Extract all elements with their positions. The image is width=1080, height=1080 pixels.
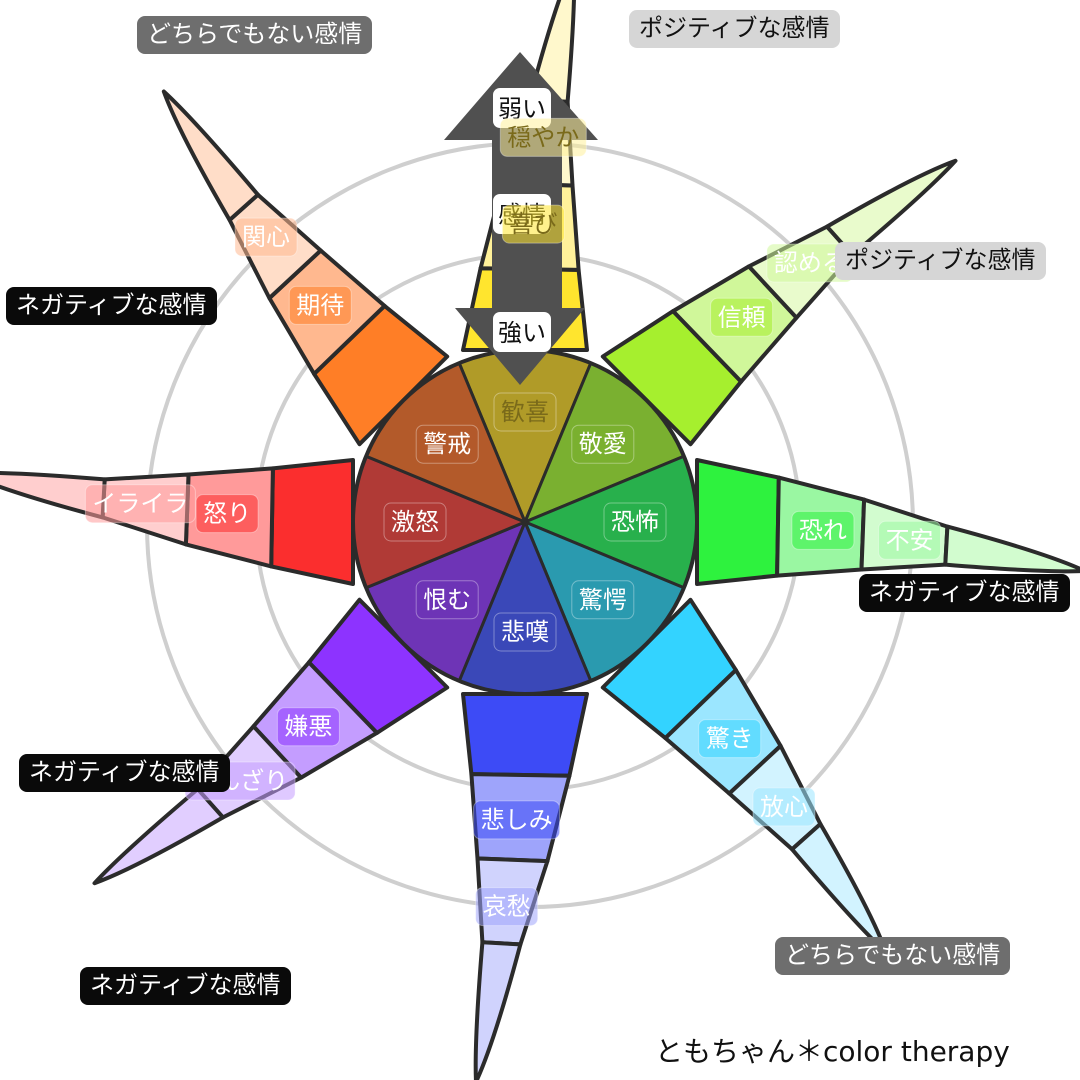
emotion-label-bg: [415, 424, 479, 464]
emotion-label-bg: [234, 217, 298, 257]
petal-fear-mid-band: [695, 458, 781, 586]
arrow-label-strong-box: 強い: [493, 312, 551, 352]
emotion-label-anticipation-mid: 期待: [288, 285, 352, 325]
emotion-label-bg: [571, 580, 635, 620]
petal-disgust-point: [92, 787, 225, 886]
emotion-label-text: 喜び: [509, 210, 557, 238]
credit-text: ともちゃん＊color therapy: [655, 1035, 1010, 1068]
emotion-label-fear-center: 恐怖: [603, 502, 667, 542]
emotion-label-text: 歓喜: [501, 398, 549, 426]
emotion-label-text: イライラ: [92, 490, 188, 518]
emotion-label-bg: [710, 297, 774, 337]
emotion-label-text: 悲嘆: [501, 618, 549, 646]
emotion-label-sadness-center: 悲嘆: [493, 612, 557, 652]
emotion-label-text: 穏やか: [507, 123, 579, 151]
emotion-label-text: 信頼: [718, 303, 766, 331]
emotion-label-bg: [475, 887, 539, 927]
emotion-label-text: 期待: [296, 291, 344, 319]
emotion-label-joy-mid: 喜び: [501, 204, 565, 244]
emotion-label-bg: [493, 612, 557, 652]
emotion-label-text: 敬愛: [579, 430, 627, 458]
emotion-label-bg: [603, 502, 667, 542]
emotion-label-surprise-center: 驚愕: [571, 580, 635, 620]
category-label-negative-lower-left: ネガティブな感情: [19, 754, 230, 792]
emotion-label-text: 哀愁: [483, 893, 531, 921]
emotion-label-disgust-center: 恨む: [415, 580, 479, 620]
emotion-label-bg: [288, 285, 352, 325]
category-label-positive-right: ポジティブな感情: [835, 242, 1046, 280]
emotion-label-joy-outer: 穏やか: [499, 117, 587, 157]
category-label-neutral-top: どちらでもない感情: [137, 16, 373, 54]
emotion-label-joy-center: 歓喜: [493, 392, 557, 432]
emotion-label-disgust-mid: 嫌悪: [276, 707, 340, 747]
petal-anger-mid-band: [269, 458, 355, 586]
emotion-label-bg: [195, 494, 259, 534]
emotion-label-anticipation-center: 警戒: [415, 424, 479, 464]
emotion-label-bg: [571, 424, 635, 464]
emotion-label-bg: [276, 707, 340, 747]
emotion-label-anger-outer: イライラ: [84, 484, 196, 524]
emotion-label-text: 恨む: [423, 586, 471, 614]
emotion-label-trust-mid: 信頼: [710, 297, 774, 337]
emotion-label-text: 悲しみ: [481, 806, 553, 834]
emotion-label-bg: [791, 510, 855, 550]
emotion-labels-layer: 歓喜喜び穏やか敬愛信頼認める恐怖恐れ不安驚愕驚き放心悲嘆悲しみ哀愁恨む嫌悪うんざ…: [84, 117, 942, 927]
emotion-label-text: 関心: [242, 223, 290, 251]
petal-fear-point: [943, 524, 1080, 574]
emotion-label-sadness-outer: 哀愁: [475, 887, 539, 927]
emotion-label-bg: [84, 484, 196, 524]
emotion-label-text: 不安: [886, 526, 934, 554]
category-label-negative-bottom: ネガティブな感情: [80, 967, 291, 1005]
emotion-label-bg: [501, 204, 565, 244]
emotion-label-text: 放心: [760, 793, 808, 821]
emotion-label-text: 驚愕: [579, 586, 627, 614]
petal-sadness-mid-band: [461, 692, 589, 778]
emotion-label-bg: [499, 117, 587, 157]
emotion-label-surprise-outer: 放心: [752, 787, 816, 827]
petal-sadness-point: [473, 940, 523, 1080]
emotion-label-text: 嫌悪: [284, 713, 332, 741]
petal-anticipation-point: [161, 89, 260, 222]
emotion-label-text: 恐れ: [799, 516, 847, 544]
arrow-label-weak: 弱い: [498, 95, 546, 123]
emotion-label-text: 恐怖: [611, 508, 659, 536]
emotion-label-bg: [383, 502, 447, 542]
petal-trust-point: [825, 158, 958, 257]
emotion-label-anticipation-outer: 関心: [234, 217, 298, 257]
emotion-label-text: 激怒: [391, 508, 439, 536]
emotion-label-text: 警戒: [423, 430, 471, 458]
emotion-label-fear-outer: 不安: [878, 520, 942, 560]
emotion-label-trust-center: 敬愛: [571, 424, 635, 464]
emotion-label-bg: [473, 800, 561, 840]
arrow-label-strong: 強い: [498, 319, 546, 347]
category-label-neutral-bottom: どちらでもない感情: [775, 937, 1011, 975]
arrow-label-weak-box: 弱い: [493, 88, 551, 128]
emotion-label-text: 怒り: [203, 500, 251, 528]
emotion-label-text: 驚き: [706, 725, 754, 753]
emotion-label-text: 認める: [774, 249, 846, 277]
emotion-label-sadness-mid: 悲しみ: [473, 800, 561, 840]
emotion-label-bg: [493, 392, 557, 432]
emotion-label-bg: [752, 787, 816, 827]
category-label-positive-top: ポジティブな感情: [629, 10, 840, 48]
emotion-label-bg: [698, 719, 762, 759]
petal-anger-point: [0, 470, 107, 520]
emotion-label-trust-outer: 認める: [766, 243, 854, 283]
emotion-label-anger-center: 激怒: [383, 502, 447, 542]
emotion-label-bg: [878, 520, 942, 560]
emotion-label-anger-mid: 怒り: [195, 494, 259, 534]
emotion-label-fear-mid: 恐れ: [791, 510, 855, 550]
petal-surprise-point: [790, 822, 889, 955]
emotion-label-bg: [415, 580, 479, 620]
emotion-label-surprise-mid: 驚き: [698, 719, 762, 759]
category-label-negative-left: ネガティブな感情: [6, 287, 217, 325]
category-label-negative-right: ネガティブな感情: [859, 574, 1070, 612]
